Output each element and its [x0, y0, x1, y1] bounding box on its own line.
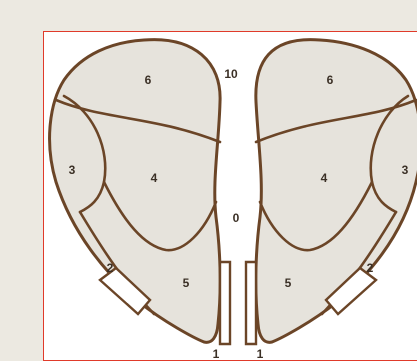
- label-center: 0: [233, 211, 240, 225]
- label-top: 10: [224, 67, 238, 81]
- diagram-frame: 10 0 6 3 4 2 5 1 6 3 4 2 5 1: [43, 31, 417, 361]
- lung-map-diagram: 10 0 6 3 4 2 5 1 6 3 4 2 5 1: [44, 32, 417, 361]
- label-left-lower-inner: 5: [183, 276, 190, 290]
- label-right-center: 4: [321, 171, 328, 185]
- label-right-lower-inner: 5: [285, 276, 292, 290]
- left-gap-inner: [220, 262, 230, 344]
- label-right-bottom: 1: [257, 347, 264, 361]
- left-lobe: [50, 40, 230, 344]
- label-left-center: 4: [151, 171, 158, 185]
- label-right-top: 6: [327, 73, 334, 87]
- label-right-side: 3: [402, 163, 409, 177]
- label-left-bottom: 1: [213, 347, 220, 361]
- label-left-side: 3: [69, 163, 76, 177]
- label-left-top: 6: [145, 73, 152, 87]
- label-left-lower-outer: 2: [107, 261, 114, 275]
- right-gap-inner: [246, 262, 256, 344]
- label-right-lower-outer: 2: [367, 261, 374, 275]
